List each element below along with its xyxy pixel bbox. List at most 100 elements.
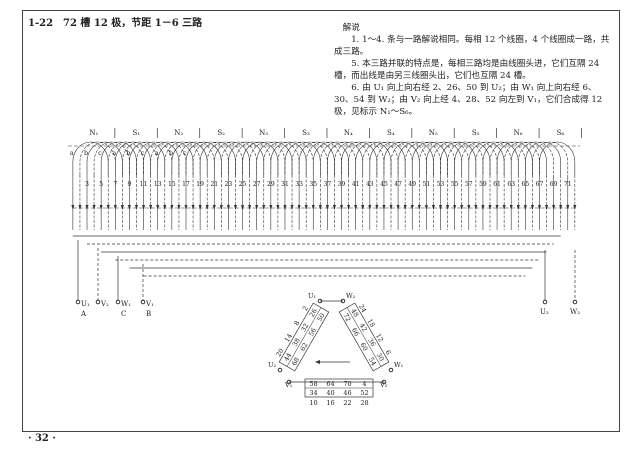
arrow-icon — [460, 205, 464, 210]
arrow-icon — [248, 205, 252, 210]
box-divider — [346, 307, 382, 367]
arrow-icon — [78, 205, 82, 210]
coil — [143, 141, 180, 175]
slot-number: 16 — [326, 399, 334, 407]
arrow-icon — [403, 205, 407, 210]
coil — [164, 141, 201, 175]
slot-number: 42 — [358, 322, 369, 333]
terminal-label: V₁ — [145, 300, 154, 308]
pole-label: S₃ — [302, 129, 310, 137]
corner-label: W₁ — [394, 361, 404, 369]
slot-number: 3 — [85, 181, 89, 188]
pole-label: N₄ — [344, 129, 353, 137]
arrow-icon — [481, 205, 485, 210]
arrow-icon — [170, 205, 174, 210]
slot-number: 43 — [366, 181, 374, 188]
pole-label: S₄ — [387, 129, 395, 137]
slot-number: 6 — [384, 349, 393, 357]
coil — [532, 141, 569, 175]
arrow-icon — [530, 205, 534, 210]
arrow-icon — [474, 205, 478, 210]
pole-label: S₅ — [472, 129, 480, 137]
coil — [150, 141, 187, 175]
coil — [482, 141, 519, 175]
slot-number: 45 — [380, 181, 388, 188]
page-number: · 32 · — [28, 433, 56, 444]
coil — [376, 141, 413, 175]
slot-number: 4 — [362, 380, 366, 388]
coil — [228, 141, 265, 175]
slot-number: 62 — [299, 341, 310, 352]
coil — [235, 141, 272, 175]
slot-number: 30 — [375, 351, 386, 362]
coil — [327, 141, 364, 175]
coil — [369, 141, 406, 175]
coil — [503, 141, 540, 175]
terminal-icon — [95, 299, 101, 305]
box-divider — [286, 307, 322, 367]
arrow-icon — [269, 205, 273, 210]
slot-number: 40 — [326, 389, 334, 397]
coil — [199, 141, 236, 175]
slot-number: 38 — [291, 337, 302, 348]
arrow-icon — [361, 205, 365, 210]
terminal-label: U₂ — [540, 308, 549, 316]
slot-number: 41 — [352, 181, 360, 188]
slot-number: 5 — [99, 181, 103, 188]
arrow-icon — [233, 205, 237, 210]
arrow-icon — [495, 205, 499, 210]
explanation-para: 6. 由 U₁ 向上向右经 2、26、50 到 U₂；由 W₁ 向上向右经 6、… — [334, 83, 603, 117]
arrow-icon — [71, 205, 75, 210]
arrow-icon — [85, 205, 89, 210]
arrow-icon — [410, 205, 414, 210]
slot-number: 68 — [290, 356, 301, 367]
slot-number: 51 — [423, 181, 431, 188]
coil — [468, 141, 505, 175]
arrow-icon — [184, 205, 188, 210]
slot-number: 67 — [536, 181, 544, 188]
arrow-icon — [389, 205, 393, 210]
slot-number: 55 — [451, 181, 459, 188]
terminal-icon — [572, 299, 578, 305]
slot-number: 18 — [365, 318, 376, 329]
arrow-icon — [315, 360, 320, 364]
slot-number: 27 — [253, 181, 261, 188]
coil — [114, 141, 151, 175]
arrow-icon — [523, 205, 527, 210]
arrow-icon — [318, 205, 322, 210]
arrow-icon — [241, 205, 245, 210]
coil-group-label: a — [70, 149, 74, 157]
coil — [419, 141, 455, 175]
slot-number: 13 — [154, 181, 162, 188]
slot-number: 20 — [274, 347, 285, 358]
arrow-icon — [559, 205, 563, 210]
slot-number: 21 — [210, 181, 218, 188]
terminal-icon — [388, 367, 394, 373]
slot-number: 57 — [465, 181, 473, 188]
arrow-icon — [545, 205, 549, 210]
coil — [362, 141, 399, 175]
terminal-label: W₁ — [121, 300, 131, 308]
coil — [433, 141, 470, 175]
coil — [348, 141, 385, 175]
arrow-icon — [276, 205, 280, 210]
slot-number: 61 — [493, 181, 501, 188]
coil — [312, 141, 349, 175]
slot-number: 69 — [550, 181, 558, 188]
phase-label: B — [146, 310, 151, 318]
arrow-icon — [467, 205, 471, 210]
slot-number: 10 — [309, 399, 317, 407]
coil — [93, 141, 130, 175]
explanation: 解说 1. 1～4. 条与一路解说相同。每相 12 个线圈，4 个线圈成一路，共… — [334, 22, 614, 118]
slot-number: 12 — [374, 332, 385, 343]
slot-number: 19 — [196, 181, 204, 188]
coil — [320, 141, 356, 175]
arrow-icon — [219, 205, 223, 210]
coil-group-label: b — [126, 149, 130, 157]
slot-number: 63 — [507, 181, 515, 188]
coil — [525, 141, 561, 175]
corner-label: W₂ — [346, 292, 356, 300]
